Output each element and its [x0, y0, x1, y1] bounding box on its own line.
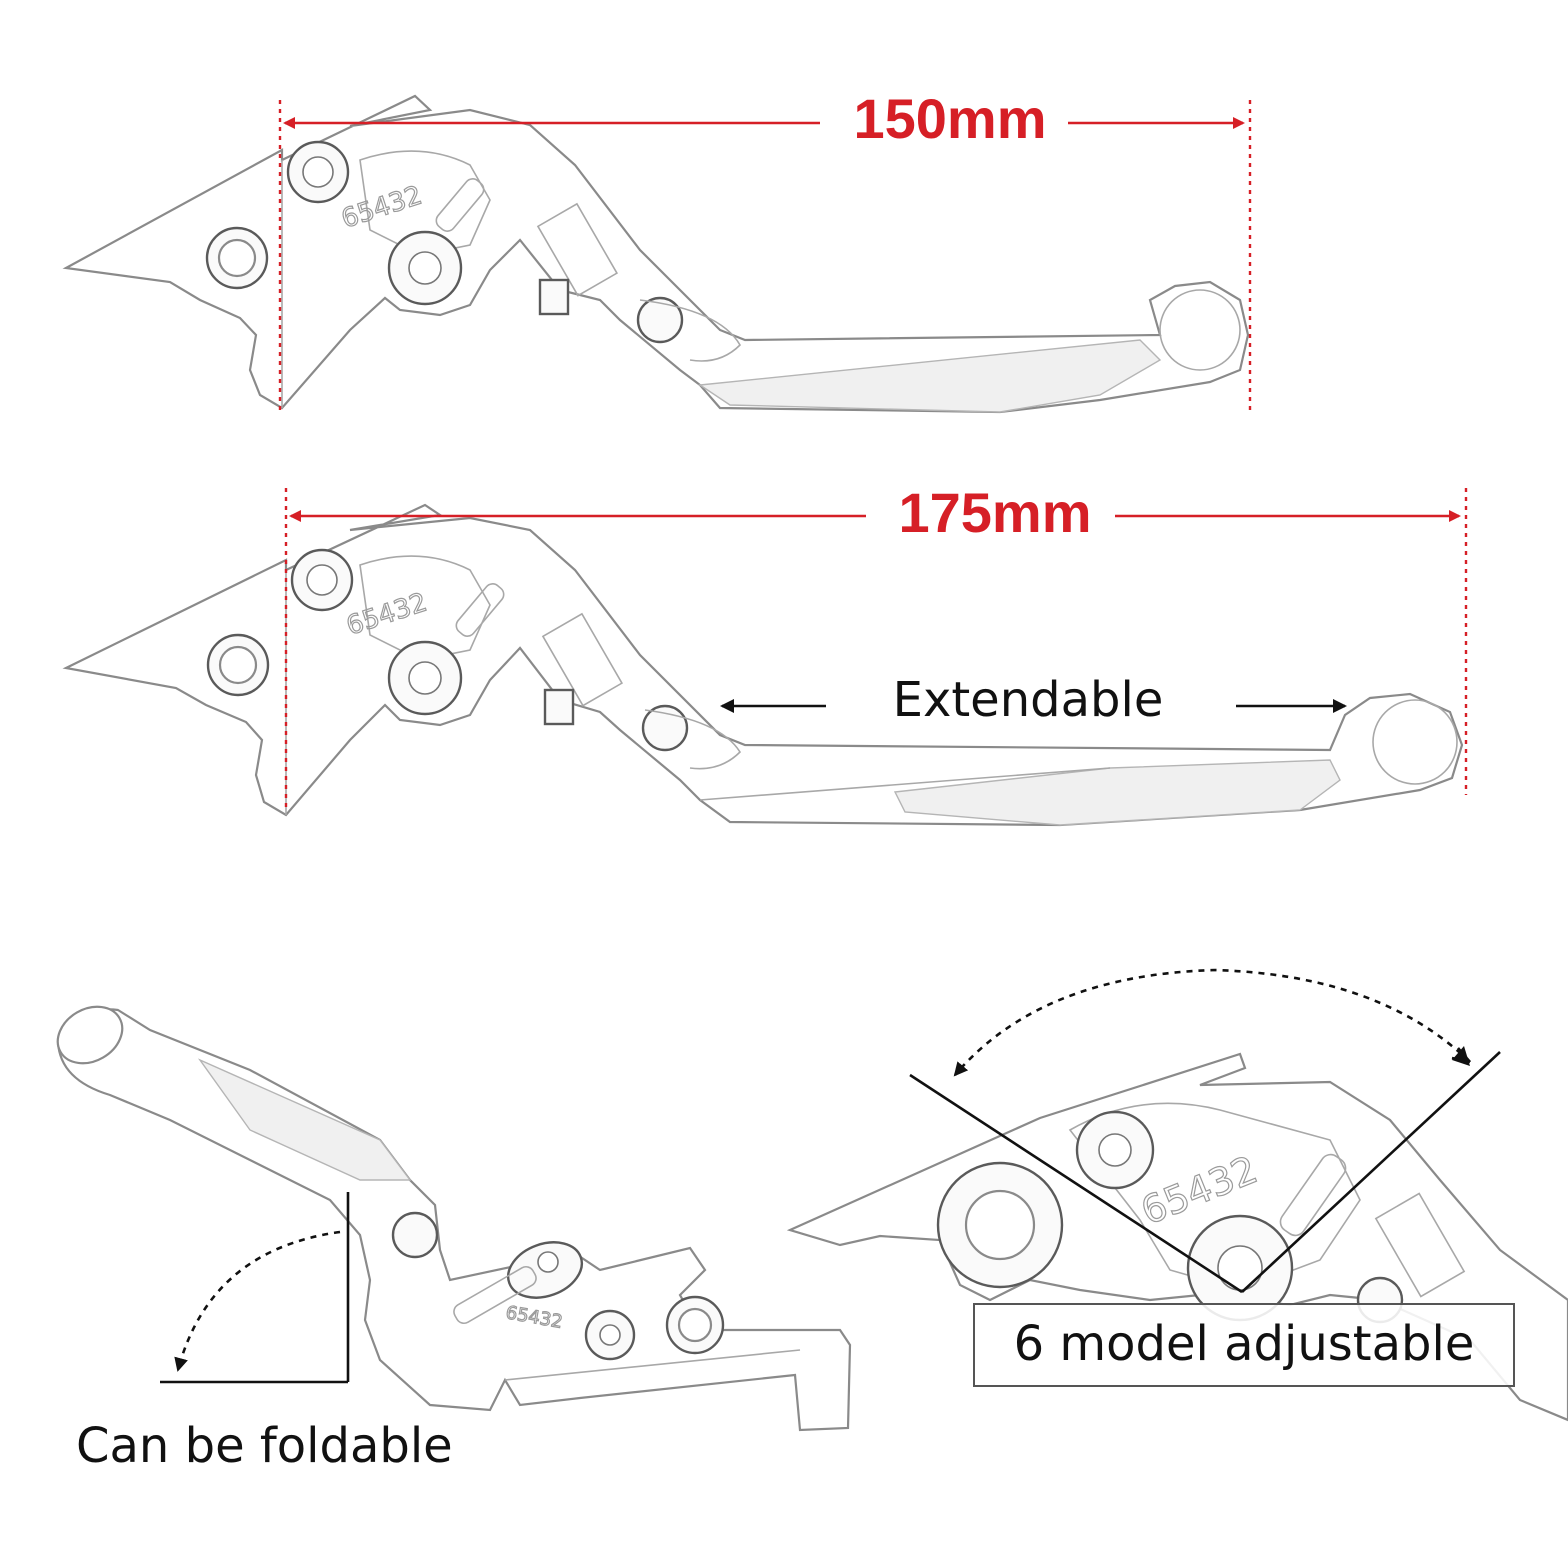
- dimension-175: 175mm: [284, 481, 1468, 810]
- lever-folded: 65432: [56, 1005, 852, 1432]
- foldable-label: Can be foldable: [76, 1418, 453, 1474]
- dimension-label-175: 175mm: [898, 481, 1091, 544]
- adjustable-label: 6 model adjustable: [1014, 1316, 1475, 1372]
- extendable-callout: Extendable: [720, 672, 1347, 728]
- extendable-label: Extendable: [893, 672, 1164, 728]
- fold-indicator: Can be foldable: [76, 1192, 453, 1474]
- lever-short: 65432: [62, 94, 1250, 414]
- dimension-label-150: 150mm: [853, 87, 1046, 150]
- lever-long: 65432: [62, 503, 1464, 827]
- adjust-range-indicator: [909, 968, 1501, 1294]
- dimension-150: 150mm: [278, 87, 1252, 412]
- adjustable-callout: 6 model adjustable: [973, 1303, 1515, 1387]
